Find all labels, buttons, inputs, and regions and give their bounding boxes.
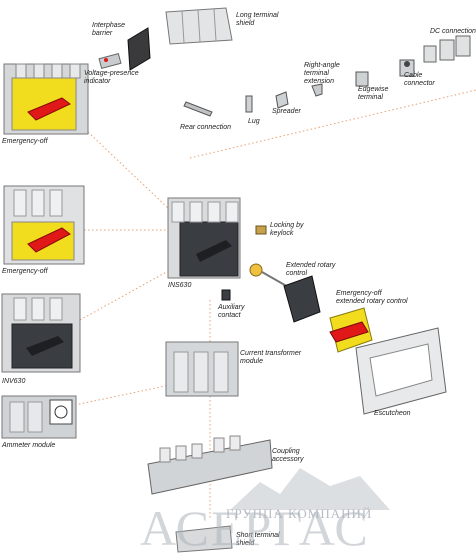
voltage-presence-indicator [98,52,122,70]
extended-rotary-control [249,263,321,323]
coupling-accessory [147,435,273,495]
label-ammeter-module: Ammeter module [2,442,56,449]
label-ins630: INS630 [168,282,192,289]
label-current-transformer-module: Current transformer module [240,350,302,365]
label-inv630: INV630 [2,378,26,385]
inv630-switch [1,293,81,373]
auxiliary-contact [221,289,231,301]
lug [245,95,253,113]
cable-connector [399,59,415,77]
connector-line-ammeter [74,384,171,406]
connector-line-top-to-accessories [189,89,476,159]
dc-connection [423,35,471,63]
label-right-angle-terminal-extension: Right-angle terminal extension [304,62,340,85]
escutcheon [355,327,447,415]
ammeter-module [1,395,77,439]
interphase-barrier [127,27,151,71]
emergency-off-switch-top [3,63,89,135]
label-dc-connection: DC connection [430,28,476,35]
label-cable-connector: Cable connector [404,72,435,87]
label-emergency-off-top: Emergency-off [2,138,48,145]
label-emergency-off-extended-rotary-control: Emergency-off extended rotary control [336,290,408,305]
watermark-mountain [230,468,390,510]
keylock [255,225,267,235]
label-spreader: Spreader [272,108,301,115]
current-transformer-module [165,341,239,397]
emergency-off-switch-middle [3,185,85,265]
watermark-line1: ГРУППА КОМПАНИЙ [226,506,373,521]
label-coupling-accessory: Coupling accessory [272,448,304,463]
connector-lines [74,89,476,520]
label-long-terminal-shield: Long terminal shield [236,12,279,27]
connector-line-inv [79,269,171,321]
label-escutcheon: Escutcheon [374,410,411,417]
label-rear-connection: Rear connection [180,124,231,131]
edgewise-terminal [355,71,369,87]
label-lug: Lug [248,118,260,125]
emergency-off-rotary-control [329,307,373,353]
connector-line-top [87,131,171,211]
label-locking-by-keylock: Locking by keylock [270,222,304,237]
label-edgewise-terminal: Edgewise terminal [358,86,389,101]
ins630-switch [167,197,241,279]
label-interphase-barrier: Interphase barrier [92,22,126,37]
label-emergency-off-middle: Emergency-off [2,268,48,275]
label-short-terminal-shield: Short terminal shield [236,532,280,547]
long-terminal-shield [165,7,233,45]
label-extended-rotary-control: Extended rotary control [286,262,336,277]
spreader [275,91,289,109]
right-angle-terminal-extension [311,83,323,97]
rear-connection [183,101,213,117]
short-terminal-shield [175,525,233,553]
label-voltage-presence-indicator: Voltage-presence indicator [84,70,139,85]
watermark-line2: АСЕРГАС [140,500,370,556]
label-auxiliary-contact: Auxiliary contact [218,304,245,319]
